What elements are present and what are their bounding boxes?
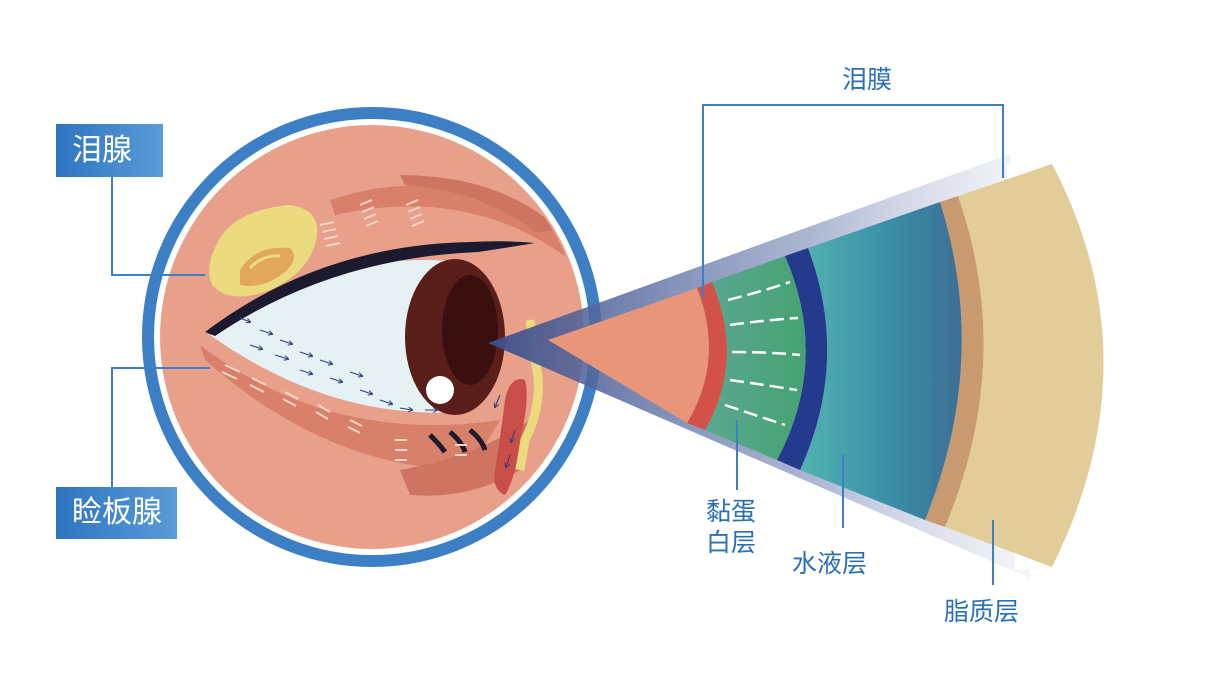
mucin-layer-label-line2: 白层	[706, 528, 757, 558]
meibomian-gland-text: 睑板腺	[72, 495, 162, 530]
lacrimal-gland-label: 泪腺	[56, 124, 163, 177]
eye-closeup	[142, 107, 602, 567]
tear-film-bracket	[702, 104, 1004, 298]
iris-highlight	[426, 376, 454, 404]
upper-crease	[330, 185, 570, 260]
mucin-layer-label-line1: 黏蛋	[706, 497, 757, 526]
mucin-layer-label: 黏蛋 白层	[706, 496, 756, 559]
pupil	[442, 275, 498, 385]
tear-film-section	[548, 163, 1104, 570]
mucin-strands	[724, 280, 801, 427]
lacrimal-sac	[494, 379, 527, 495]
tear-flow-arrows	[239, 317, 516, 467]
aqueous-layer-label: 水液层	[792, 549, 868, 578]
eyeliner	[205, 241, 535, 336]
aqueous-layer	[800, 202, 962, 520]
lacrimal-gland-text: 泪腺	[72, 132, 132, 168]
lipid-layer	[925, 196, 984, 527]
tear-film-label: 泪膜	[842, 65, 893, 94]
mucin-layer	[705, 256, 806, 460]
cornea-surface	[548, 288, 709, 423]
lower-lid	[200, 345, 500, 470]
lipid-layer-outer	[945, 164, 1104, 567]
lipid-layer-label: 脂质层	[944, 597, 1020, 626]
meibomian-leader	[111, 367, 210, 490]
meibomian-dashes	[221, 199, 467, 461]
lower-lashes	[428, 428, 488, 454]
aqueous-band	[777, 248, 828, 470]
mucin-base	[687, 282, 727, 430]
lacrimal-leader	[111, 177, 205, 276]
lacrimal-gland-shape	[209, 205, 318, 297]
leader-lines	[111, 104, 1004, 585]
meibomian-gland-label: 睑板腺	[56, 487, 177, 539]
